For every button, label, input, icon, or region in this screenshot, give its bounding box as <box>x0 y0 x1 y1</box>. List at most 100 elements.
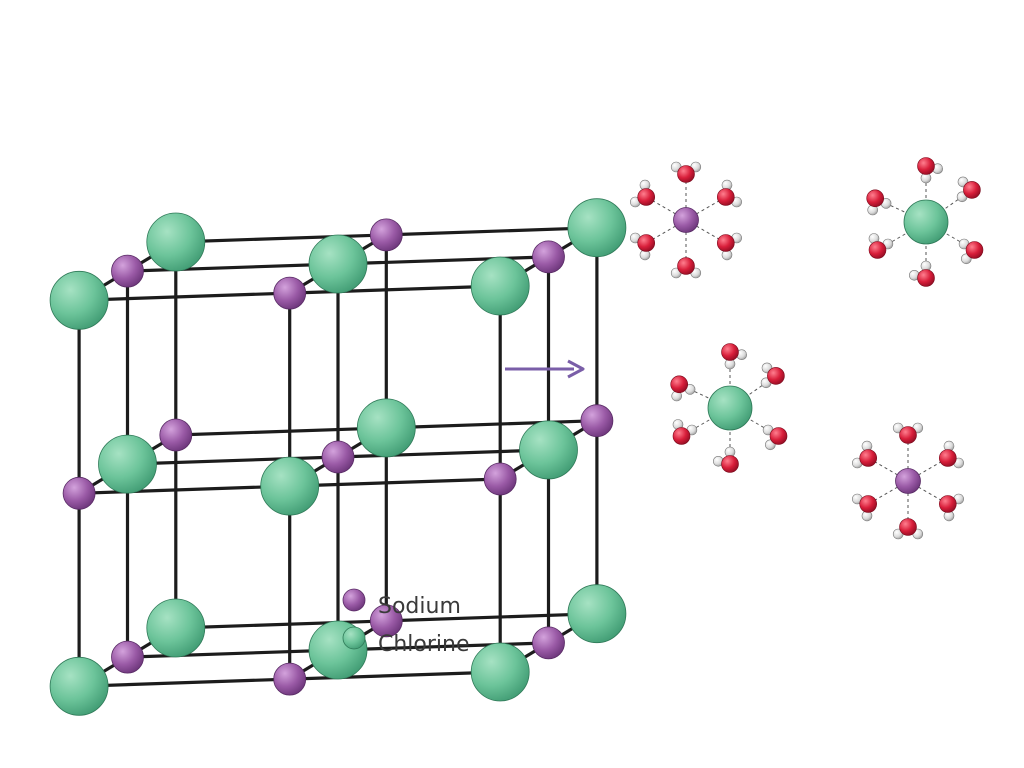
oxygen-atom <box>899 426 917 444</box>
chlorine-ion <box>146 598 206 658</box>
lattice-bond <box>386 226 597 237</box>
lattice-bond <box>175 619 387 630</box>
lattice-bond <box>127 455 339 466</box>
chlorine-ion <box>356 398 416 458</box>
legend-label-chlorine: Chlorine <box>378 632 470 657</box>
water-molecule <box>892 518 924 540</box>
oxygen-atom <box>637 234 656 252</box>
sodium-ion <box>111 254 144 288</box>
lattice-bond <box>386 612 597 623</box>
chlorine-ion <box>308 234 368 294</box>
water-molecule <box>712 446 739 473</box>
water-molecule <box>866 189 892 216</box>
oxygen-atom <box>672 427 691 445</box>
oxygen-atom <box>899 518 917 536</box>
oxygen-atom <box>769 427 788 445</box>
nacl-crystal-lattice <box>49 198 627 716</box>
chlorine-ion <box>567 584 627 644</box>
oxygen-atom <box>677 257 695 275</box>
water-molecule <box>892 422 924 444</box>
chlorine-ion <box>49 656 109 716</box>
water-molecule <box>956 176 981 203</box>
chlorine-ion <box>470 256 530 316</box>
chlorine-ion <box>903 199 949 245</box>
sodium-ion <box>483 462 517 496</box>
oxygen-atom <box>965 241 984 259</box>
water-molecule <box>716 179 743 208</box>
water-molecule <box>938 440 965 469</box>
water-molecule <box>908 260 935 287</box>
lattice-bond <box>127 262 339 273</box>
sodium-ion <box>895 468 921 494</box>
lattice-bond <box>175 233 387 244</box>
sodium-ion <box>673 207 699 233</box>
water-molecule <box>670 257 702 279</box>
hydrated-sodium-bottom <box>851 422 965 540</box>
lattice-bond <box>127 648 339 659</box>
lattice-bond <box>289 477 501 488</box>
oxygen-atom <box>963 181 981 199</box>
lattice-bond <box>337 641 549 652</box>
oxygen-atom <box>917 269 935 287</box>
water-molecule <box>670 161 702 183</box>
dissolution-arrow <box>505 359 585 379</box>
hydrated-chlorine-top <box>866 157 984 287</box>
hydrated-sodium-top <box>629 161 743 279</box>
hydrated-chlorine-bottom <box>670 343 788 473</box>
chlorine-ion <box>470 642 530 702</box>
sodium-ion <box>532 240 565 274</box>
sodium-ion <box>273 662 307 696</box>
oxygen-atom <box>716 188 735 206</box>
oxygen-atom <box>938 449 957 467</box>
legend: Sodium Chlorine <box>342 588 470 657</box>
lattice-atoms <box>49 198 627 716</box>
sodium-ion <box>580 404 614 438</box>
water-molecule <box>917 157 944 184</box>
water-molecule <box>716 232 743 261</box>
sodium-ion <box>532 626 565 660</box>
oxygen-atom <box>670 375 689 394</box>
sodium-ion <box>369 218 403 252</box>
oxygen-atom <box>938 495 957 513</box>
oxygen-atom <box>721 455 739 473</box>
water-molecule <box>629 232 656 261</box>
water-molecule <box>762 424 788 451</box>
water-molecule <box>760 362 785 389</box>
chlorine-ion <box>519 420 578 480</box>
water-molecule <box>938 493 965 522</box>
sodium-ion <box>369 604 403 638</box>
lattice-bond <box>386 419 597 430</box>
oxygen-atom <box>767 367 785 385</box>
chlorine-ion <box>49 270 109 330</box>
lattice-bond <box>337 448 549 459</box>
chlorine-ion <box>146 212 206 272</box>
lattice-bond <box>289 284 501 295</box>
oxygen-atom <box>677 165 695 183</box>
sodium-ion <box>111 640 144 674</box>
sodium-ion <box>273 276 307 310</box>
water-molecule <box>851 440 878 469</box>
sodium-legend-swatch <box>342 588 366 612</box>
legend-item-sodium: Sodium <box>342 588 461 619</box>
water-molecule <box>670 375 696 402</box>
chlorine-legend-swatch <box>342 626 366 650</box>
water-molecule <box>629 179 656 208</box>
chlorine-ion <box>707 385 753 431</box>
lattice-bond <box>289 670 501 681</box>
legend-item-chlorine: Chlorine <box>342 626 470 657</box>
hydrated-ions <box>629 157 984 540</box>
water-molecule <box>721 343 748 370</box>
oxygen-atom <box>721 343 739 361</box>
oxygen-atom <box>859 495 878 513</box>
lattice-bond <box>337 255 549 266</box>
sodium-ion <box>321 440 355 474</box>
oxygen-atom <box>716 234 735 252</box>
lattice-bond <box>175 426 387 437</box>
oxygen-atom <box>859 449 878 467</box>
chlorine-ion <box>260 456 320 516</box>
chlorine-ion <box>98 434 157 494</box>
lattice-bond <box>79 484 290 495</box>
sodium-ion <box>62 476 96 510</box>
